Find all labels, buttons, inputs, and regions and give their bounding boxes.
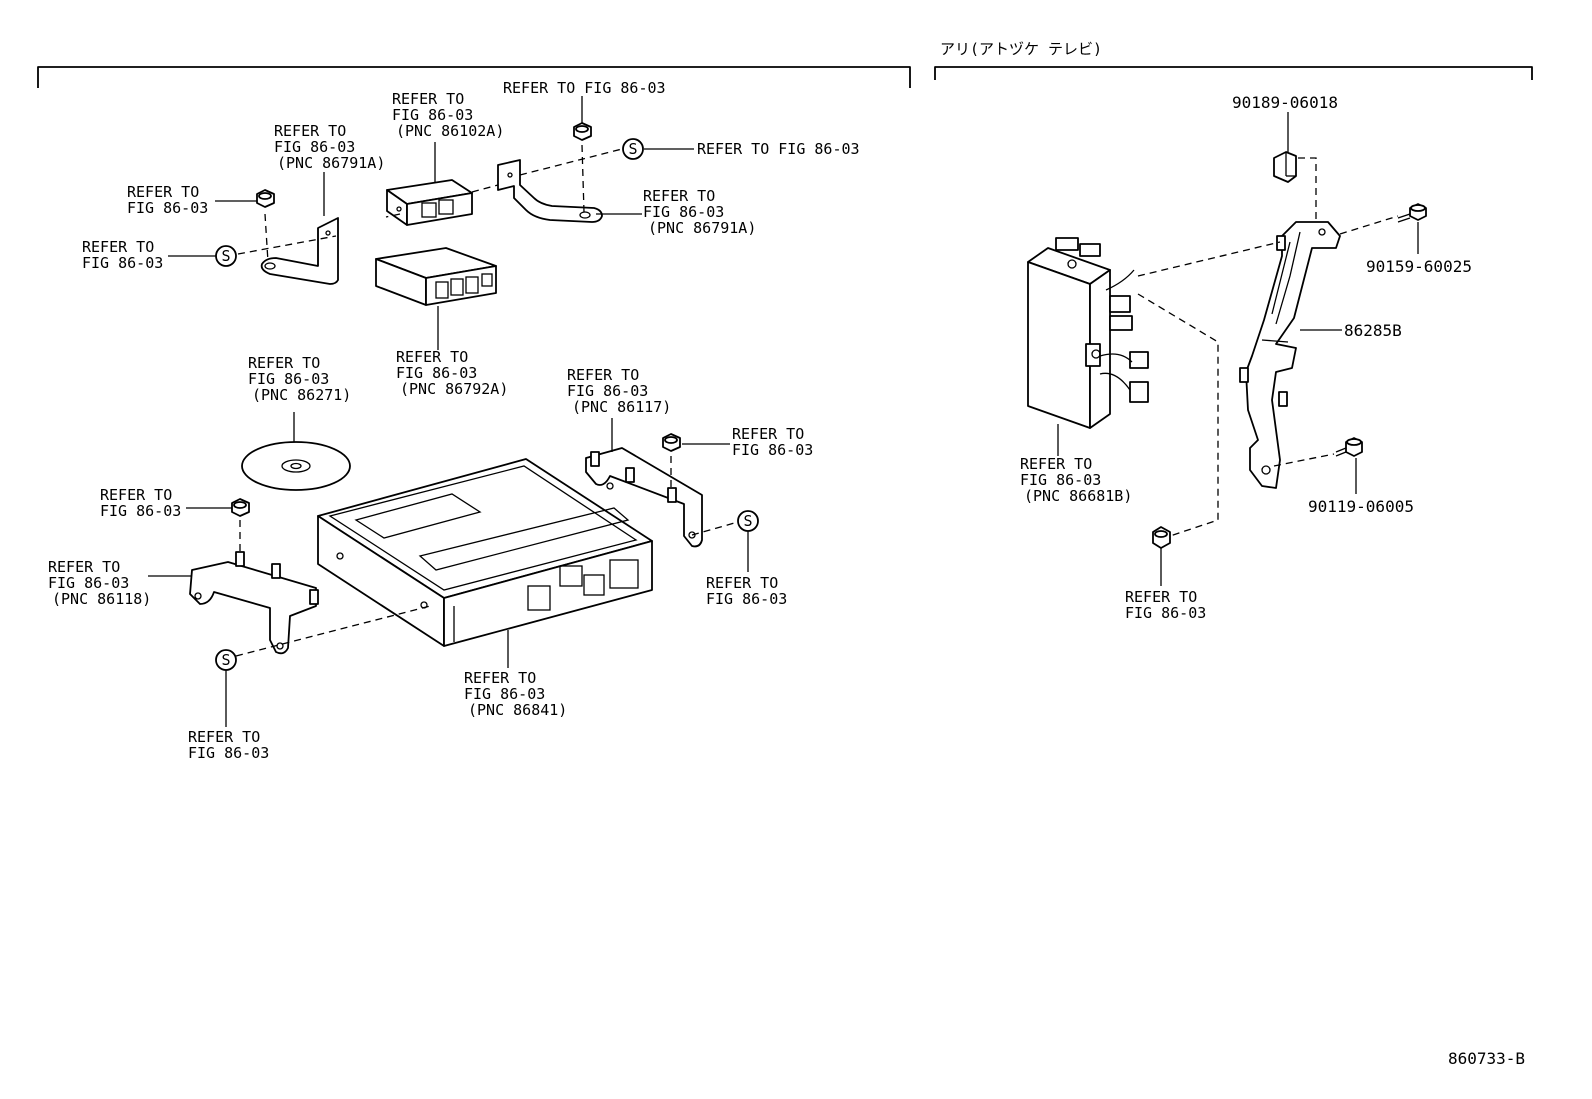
bracket-86791a-right <box>497 159 603 223</box>
bracket-86117 <box>585 447 703 548</box>
callout-1: REFER TO FIG 86-03 (PNC 86102A) <box>392 90 504 140</box>
svg-text:S: S <box>221 247 230 265</box>
nut-lower-right <box>662 433 681 452</box>
diagram-code: 860733-B <box>1448 1049 1525 1068</box>
svg-text:FIG 86-03: FIG 86-03 <box>48 574 129 592</box>
screw-symbol: S <box>737 510 759 532</box>
svg-text:(PNC 86681B): (PNC 86681B) <box>1024 487 1132 505</box>
section-title: アリ(アトヅケ テレビ) <box>940 40 1102 58</box>
svg-text:REFER TO: REFER TO <box>464 669 536 687</box>
svg-text:S: S <box>743 512 752 530</box>
svg-text:FIG 86-03: FIG 86-03 <box>392 106 473 124</box>
svg-text:REFER TO FIG 86-03: REFER TO FIG 86-03 <box>503 79 666 97</box>
svg-text:(PNC 86841): (PNC 86841) <box>468 701 567 719</box>
part-number-86285b: 86285B <box>1344 321 1402 340</box>
bolt-90159-60025 <box>1397 203 1427 223</box>
svg-text:REFER TO: REFER TO <box>100 486 172 504</box>
svg-text:(PNC 86117): (PNC 86117) <box>572 398 671 416</box>
screw-symbol: S <box>622 138 644 160</box>
svg-text:FIG 86-03: FIG 86-03 <box>188 744 269 762</box>
svg-text:FIG 86-03: FIG 86-03 <box>396 364 477 382</box>
svg-text:REFER TO: REFER TO <box>82 238 154 256</box>
svg-text:S: S <box>628 140 637 158</box>
svg-text:(PNC 86791A): (PNC 86791A) <box>648 219 756 237</box>
callout-8: REFER TO FIG 86-03 (PNC 86792A) <box>396 348 508 398</box>
clip-90189-06018 <box>1273 151 1297 183</box>
svg-text:REFER TO: REFER TO <box>567 366 639 384</box>
callout-13: REFER TO FIG 86-03 (PNC 86118) <box>48 558 151 608</box>
screw-symbol: S <box>215 649 237 671</box>
callout-4: REFER TO FIG 86-03 <box>697 140 860 158</box>
part-number-90119-06005: 90119-06005 <box>1308 497 1414 516</box>
callout-6: REFER TO FIG 86-03 (PNC 86791A) <box>643 187 756 237</box>
svg-text:REFER TO: REFER TO <box>392 90 464 108</box>
disc-86271 <box>241 441 351 491</box>
svg-text:FIG 86-03: FIG 86-03 <box>274 138 355 156</box>
svg-text:FIG 86-03: FIG 86-03 <box>464 685 545 703</box>
svg-text:(PNC 86792A): (PNC 86792A) <box>400 380 508 398</box>
svg-text:FIG 86-03: FIG 86-03 <box>1125 604 1206 622</box>
svg-text:REFER TO: REFER TO <box>396 348 468 366</box>
svg-text:REFER TO: REFER TO <box>643 187 715 205</box>
module-86792a <box>375 247 497 306</box>
nut-upper-right <box>573 122 592 141</box>
svg-text:FIG 86-03: FIG 86-03 <box>706 590 787 608</box>
callout-9: REFER TO FIG 86-03 (PNC 86271) <box>248 354 351 404</box>
screw-symbol: S <box>215 245 237 267</box>
svg-text:REFER TO: REFER TO <box>127 183 199 201</box>
bolt-90119-06005 <box>1335 437 1363 457</box>
bracket-86285b <box>1239 221 1341 489</box>
part-number-90159-60025: 90159-60025 <box>1366 257 1472 276</box>
svg-text:REFER TO: REFER TO <box>248 354 320 372</box>
callout-17: REFER TO FIG 86-03 (PNC 86681B) <box>1020 455 1132 505</box>
svg-text:FIG 86-03: FIG 86-03 <box>248 370 329 388</box>
svg-text:FIG 86-03: FIG 86-03 <box>82 254 163 272</box>
svg-text:REFER TO: REFER TO <box>1125 588 1197 606</box>
callout-10: REFER TO FIG 86-03 (PNC 86117) <box>567 366 671 416</box>
svg-text:REFER TO: REFER TO <box>48 558 120 576</box>
svg-text:FIG 86-03: FIG 86-03 <box>643 203 724 221</box>
callout-3: REFER TO FIG 86-03 (PNC 86791A) <box>274 122 385 172</box>
svg-text:(PNC 86118): (PNC 86118) <box>52 590 151 608</box>
callout-16: REFER TO FIG 86-03 (PNC 86841) <box>464 669 567 719</box>
callout-11: REFER TO FIG 86-03 <box>732 425 813 459</box>
svg-text:FIG 86-03: FIG 86-03 <box>732 441 813 459</box>
left-section-bracket <box>37 66 911 88</box>
callout-14: REFER TO FIG 86-03 <box>706 574 787 608</box>
callout-15: REFER TO FIG 86-03 <box>188 728 269 762</box>
tv-tuner-unit-86681b <box>1027 237 1149 429</box>
svg-text:REFER TO: REFER TO <box>706 574 778 592</box>
svg-text:FIG 86-03: FIG 86-03 <box>127 199 208 217</box>
bracket-86118 <box>189 551 319 655</box>
nut-upper-left <box>256 189 275 208</box>
callout-18: REFER TO FIG 86-03 <box>1125 588 1206 622</box>
svg-text:REFER TO: REFER TO <box>1020 455 1092 473</box>
svg-text:REFER TO: REFER TO <box>732 425 804 443</box>
svg-text:S: S <box>221 651 230 669</box>
svg-text:FIG 86-03: FIG 86-03 <box>567 382 648 400</box>
module-86102a <box>386 179 473 226</box>
navigation-unit-86841 <box>317 458 653 647</box>
svg-text:REFER TO: REFER TO <box>274 122 346 140</box>
svg-text:(PNC 86102A): (PNC 86102A) <box>396 122 504 140</box>
svg-text:(PNC 86791A): (PNC 86791A) <box>277 154 385 172</box>
svg-text:FIG 86-03: FIG 86-03 <box>1020 471 1101 489</box>
callout-7: REFER TO FIG 86-03 <box>82 238 163 272</box>
svg-text:REFER TO FIG 86-03: REFER TO FIG 86-03 <box>697 140 860 158</box>
right-section-bracket <box>934 66 1533 80</box>
svg-text:FIG 86-03: FIG 86-03 <box>100 502 181 520</box>
callout-12: REFER TO FIG 86-03 <box>100 486 181 520</box>
svg-text:(PNC 86271): (PNC 86271) <box>252 386 351 404</box>
nut-86681b <box>1152 526 1171 549</box>
callout-5: REFER TO FIG 86-03 <box>127 183 208 217</box>
svg-text:REFER TO: REFER TO <box>188 728 260 746</box>
callout-2: REFER TO FIG 86-03 <box>503 79 666 97</box>
part-number-90189-06018: 90189-06018 <box>1232 93 1338 112</box>
bracket-86791a-left <box>260 217 339 285</box>
nut-lower-left <box>231 498 250 517</box>
